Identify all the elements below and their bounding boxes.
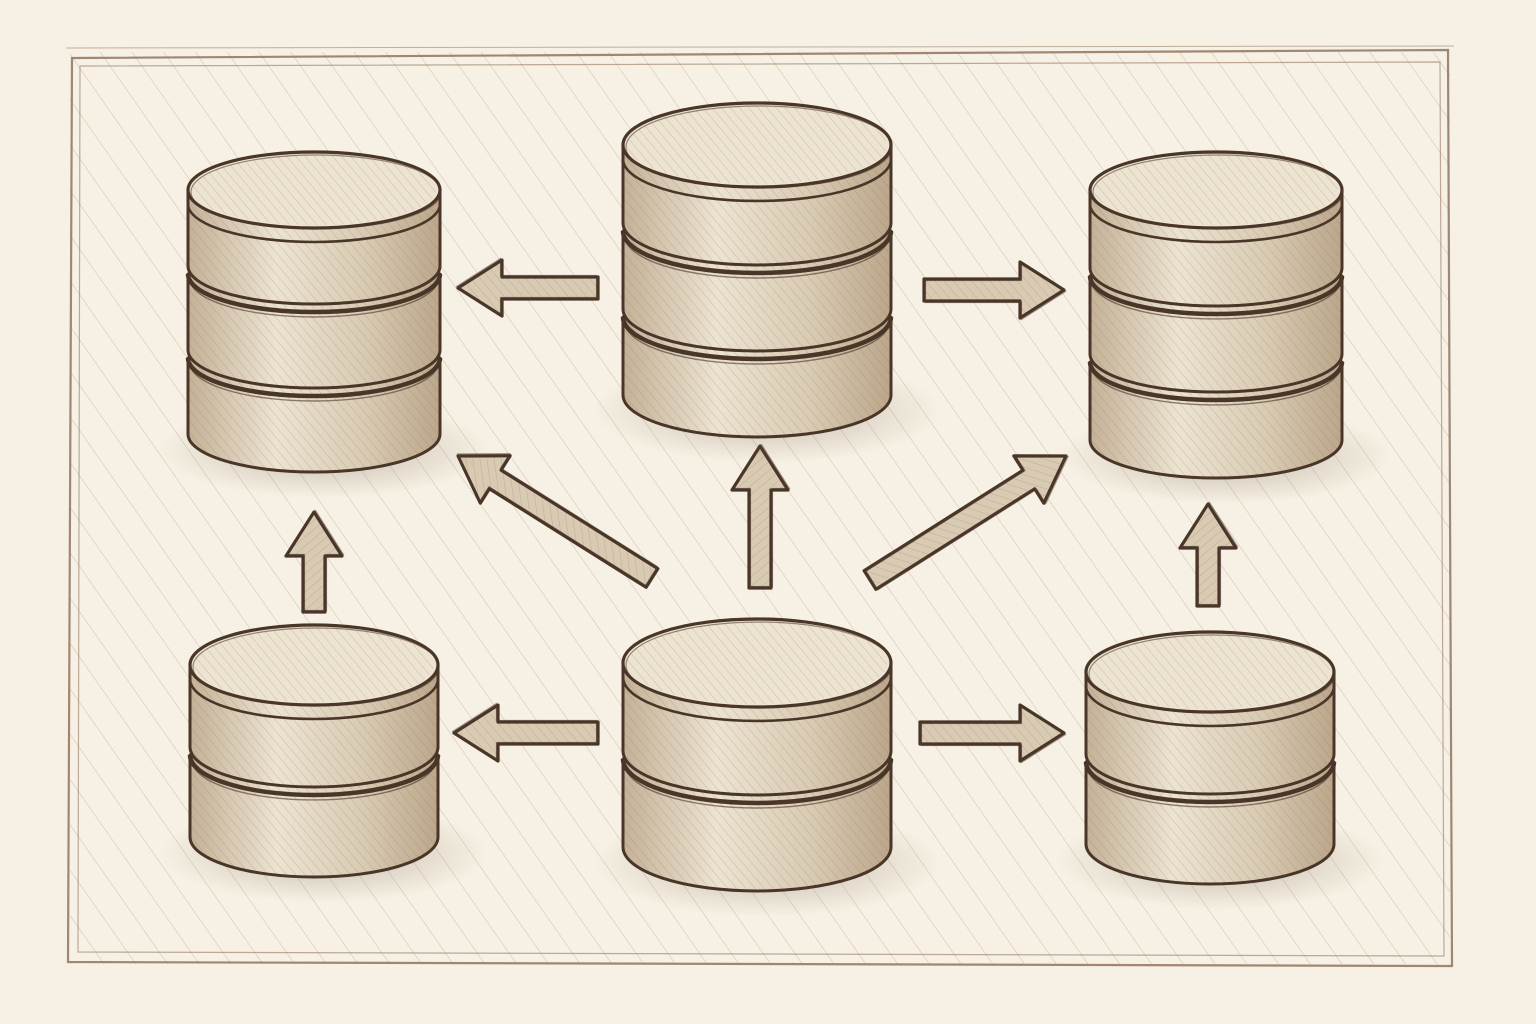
- arrow-db-top-center-to-db-top-right: [922, 260, 1067, 321]
- db-top-right-tier: [1087, 360, 1345, 480]
- db-top-center-tier: [620, 229, 894, 353]
- db-top-right-tier: [1087, 274, 1345, 394]
- database-nodes: [158, 101, 1392, 917]
- database-icon-db-bottom-center: [593, 617, 941, 917]
- database-icon-db-top-left: [158, 150, 490, 498]
- database-icon-db-top-right: [1060, 150, 1392, 504]
- db-top-center-tier: [620, 315, 894, 439]
- arrow-db-bottom-right-to-db-top-right: [1178, 501, 1239, 608]
- arrow-db-bottom-center-to-db-top-center: [730, 443, 791, 590]
- db-top-left-tier: [185, 356, 443, 474]
- arrow-db-bottom-center-to-db-top-right: [862, 454, 1070, 591]
- db-bottom-right-tier: [1083, 760, 1337, 886]
- arrow-db-bottom-center-to-db-bottom-left: [451, 702, 600, 763]
- db-bottom-center-tier: [620, 757, 894, 893]
- replication-arrows: [284, 257, 1239, 764]
- database-icon-db-bottom-left: [160, 623, 488, 903]
- arrow-db-bottom-left-to-db-top-left: [284, 509, 345, 614]
- database-icon-db-bottom-right: [1056, 630, 1384, 910]
- db-bottom-left-tier: [187, 753, 441, 879]
- db-top-left-tier: [185, 272, 443, 390]
- arrow-db-top-center-to-db-top-left: [455, 257, 600, 318]
- database-icon-db-top-center: [593, 101, 941, 463]
- arrow-db-bottom-center-to-db-bottom-right: [918, 703, 1067, 764]
